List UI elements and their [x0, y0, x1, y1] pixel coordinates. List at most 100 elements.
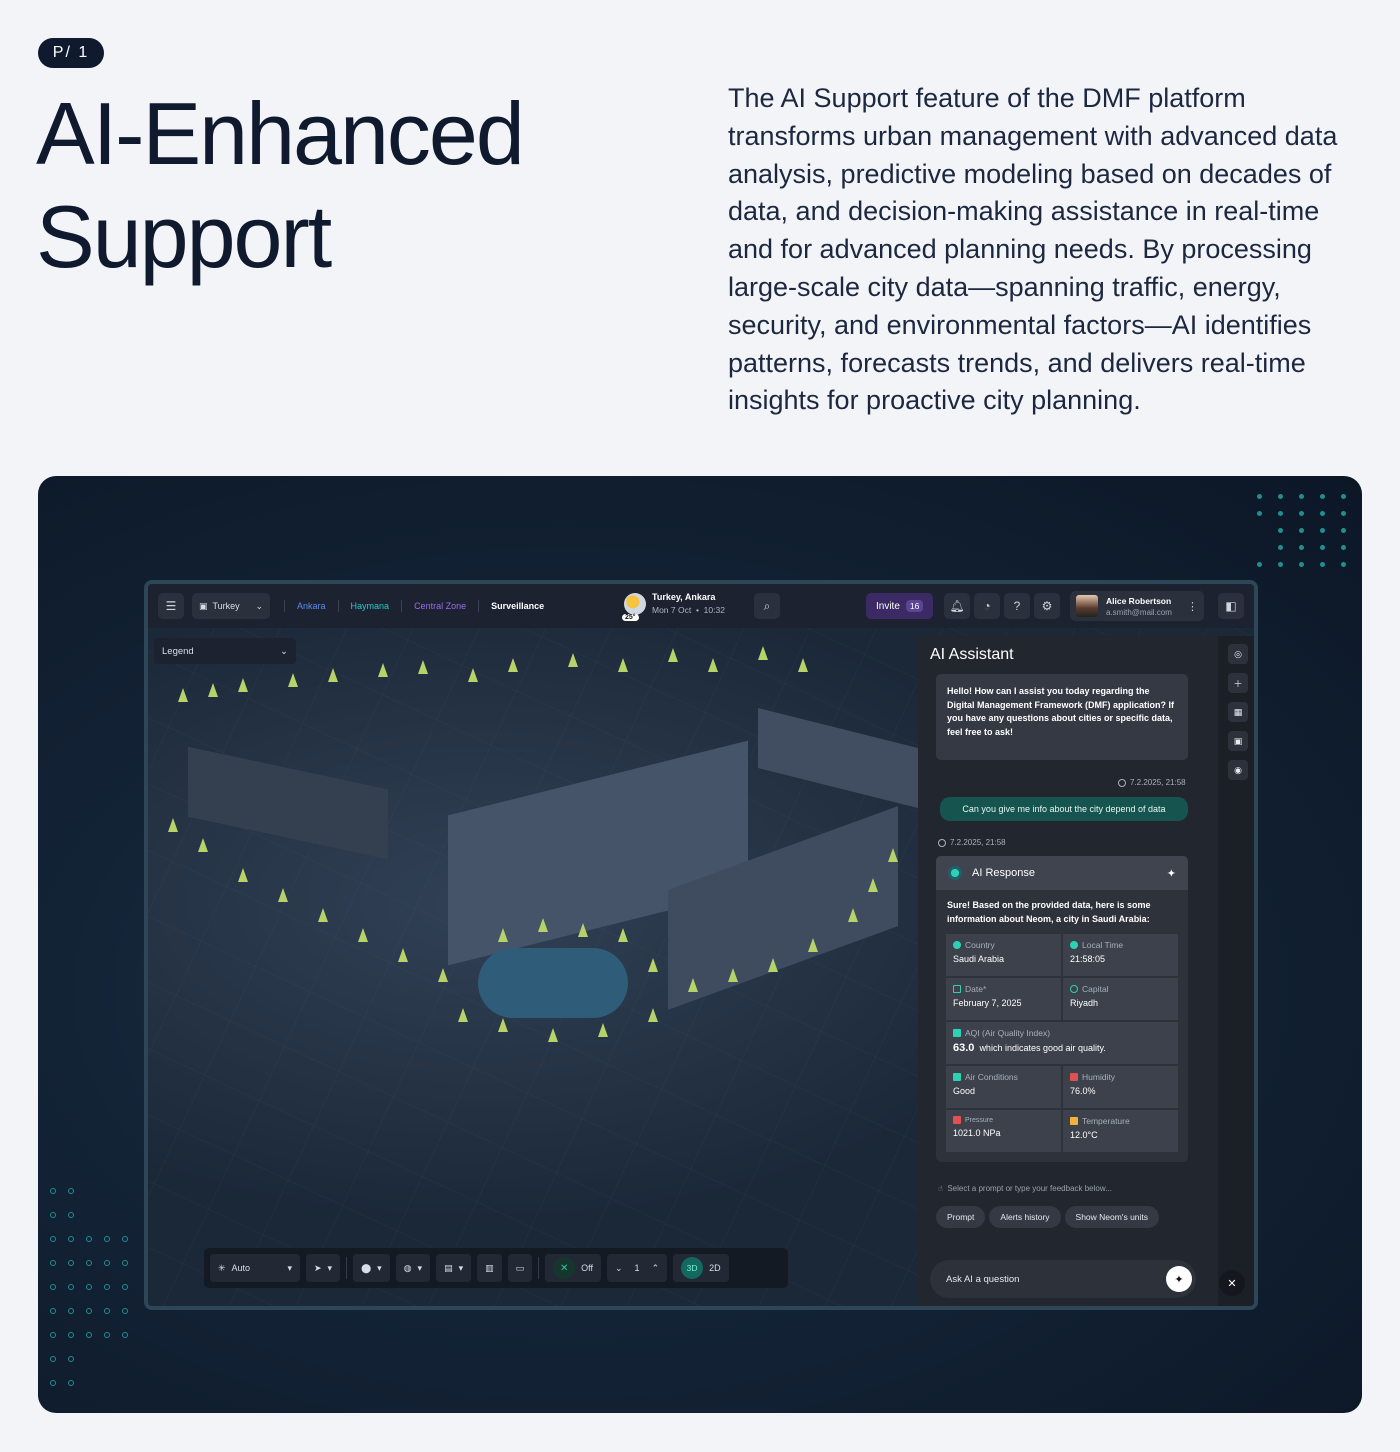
- chip-alerts-history[interactable]: Alerts history: [989, 1206, 1061, 1228]
- ask-ai-input[interactable]: Ask AI a question ✦: [930, 1260, 1196, 1298]
- ask-ai-placeholder: Ask AI a question: [946, 1273, 1020, 1285]
- avatar: [1076, 595, 1098, 617]
- decorative-dot: [50, 1236, 56, 1242]
- caret-down-icon: ▾: [417, 1262, 423, 1273]
- report-icon[interactable]: ▦: [1228, 702, 1248, 722]
- building: [758, 708, 918, 808]
- top-bar: ☰ ▣ Turkey ⌄ Ankara Haymana Central Zone…: [148, 584, 1254, 628]
- comment-button[interactable]: ▭: [507, 1254, 533, 1282]
- more-vertical-icon[interactable]: ⋮: [1187, 600, 1198, 613]
- chip-prompt[interactable]: Prompt: [936, 1206, 986, 1228]
- view-2d-button[interactable]: 2D: [709, 1263, 721, 1273]
- tree: [798, 658, 808, 672]
- target-icon[interactable]: ◎: [1228, 644, 1248, 664]
- caret-down-icon: ▾: [327, 1262, 333, 1273]
- ai-assistant-panel: AI Assistant Hello! How can I assist you…: [918, 636, 1218, 1306]
- panel-toggle-icon[interactable]: ◧: [1218, 593, 1244, 619]
- caret-down-icon: ▾: [287, 1262, 292, 1273]
- level-stepper[interactable]: ⌄ 1 ⌃: [607, 1254, 668, 1282]
- decorative-dot: [122, 1332, 128, 1338]
- decorative-dot: [1299, 494, 1304, 499]
- bell-icon[interactable]: 🔔︎: [944, 593, 970, 619]
- tree: [168, 818, 178, 832]
- breadcrumb-central-zone[interactable]: Central Zone: [414, 601, 467, 611]
- decorative-dot: [68, 1260, 74, 1266]
- user-message: Can you give me info about the city depe…: [940, 797, 1188, 821]
- decorative-dot: [104, 1260, 110, 1266]
- chat-icon[interactable]: ◉: [1228, 760, 1248, 780]
- tree: [648, 958, 658, 972]
- caret-down-icon: ▾: [458, 1262, 464, 1273]
- app-window: ☰ ▣ Turkey ⌄ Ankara Haymana Central Zone…: [144, 580, 1258, 1310]
- weather-widget: 25° Turkey, Ankara Mon 7 Oct • 10:32: [622, 592, 725, 621]
- chevron-down-icon[interactable]: ⌄: [615, 1262, 623, 1273]
- map-button[interactable]: ▥: [477, 1254, 502, 1282]
- decorative-dot: [1278, 494, 1283, 499]
- city-info-grid: Country Saudi Arabia Local Time 21:58:05…: [946, 934, 1178, 1152]
- decorative-dot: [104, 1284, 110, 1290]
- temperature-badge: 25°: [622, 613, 639, 621]
- chip-show-units[interactable]: Show Neom's units: [1064, 1206, 1160, 1228]
- invite-label: Invite: [876, 600, 900, 612]
- image-icon[interactable]: ▣: [1228, 731, 1248, 751]
- tree: [358, 928, 368, 942]
- country-select[interactable]: ▣ Turkey ⌄: [192, 593, 270, 619]
- info-country: Country Saudi Arabia: [946, 934, 1061, 976]
- chevron-up-icon[interactable]: ⌃: [651, 1262, 660, 1273]
- breadcrumb-surveillance[interactable]: Surveillance: [491, 601, 545, 611]
- tree: [178, 688, 188, 702]
- camera-select[interactable]: ▤▾: [436, 1254, 472, 1282]
- tree: [198, 838, 208, 852]
- close-icon[interactable]: ✕: [1219, 1270, 1245, 1296]
- user-menu[interactable]: Alice Robertson a.smith@mail.com ⋮: [1070, 591, 1204, 621]
- ai-response-title: AI Response: [972, 867, 1035, 879]
- tree: [468, 668, 478, 682]
- tree: [498, 1018, 508, 1032]
- breadcrumb-ankara[interactable]: Ankara: [297, 601, 326, 611]
- view-mode-toggle[interactable]: 3D 2D: [673, 1254, 729, 1282]
- info-air-conditions: Air Conditions Good: [946, 1066, 1061, 1108]
- mode-select[interactable]: ✳ Auto ▾: [210, 1254, 300, 1282]
- decorative-dot: [1341, 511, 1346, 516]
- globe-select[interactable]: ◍▾: [395, 1254, 431, 1282]
- sparkle-icon[interactable]: ✦: [1166, 867, 1176, 880]
- ai-response-card: AI Response ✦ Sure! Based on the provide…: [936, 856, 1188, 1162]
- breadcrumb-haymana[interactable]: Haymana: [350, 601, 390, 611]
- toggle-control[interactable]: ✕ Off: [545, 1254, 601, 1282]
- decorative-dot: [1278, 562, 1283, 567]
- tree: [868, 878, 878, 892]
- menu-icon[interactable]: ☰: [158, 593, 184, 619]
- invite-button[interactable]: Invite 16: [866, 593, 934, 619]
- gear-icon[interactable]: ⚙: [1034, 593, 1060, 619]
- search-icon[interactable]: ⌕: [754, 593, 780, 619]
- decorative-dot: [122, 1260, 128, 1266]
- map-toolbar: ✳ Auto ▾ ➤▾ ⬤▾ ◍▾ ▤▾ ▥ ▭ ✕ Off: [204, 1248, 788, 1288]
- location-icon: [953, 941, 961, 949]
- info-date: Date* February 7, 2025: [946, 978, 1061, 1020]
- help-icon[interactable]: ?: [1004, 593, 1030, 619]
- tree: [648, 1008, 658, 1022]
- folder-icon: ▣: [199, 600, 208, 611]
- decorative-dot: [1299, 511, 1304, 516]
- ai-send-button[interactable]: ✦: [1166, 1266, 1192, 1292]
- decorative-dot: [50, 1188, 56, 1194]
- pin-select[interactable]: ⬤▾: [353, 1254, 390, 1282]
- tree: [398, 948, 408, 962]
- decorative-dot: [1299, 545, 1304, 550]
- tree: [708, 658, 718, 672]
- info-pressure: Pressure 1021.0 NPa: [946, 1110, 1061, 1152]
- camera-icon: ▤: [444, 1262, 453, 1273]
- air-quality-icon: [953, 1029, 961, 1037]
- tree: [728, 968, 738, 982]
- tree: [888, 848, 898, 862]
- decorative-dots-top: [1152, 494, 1362, 567]
- pressure-icon: [953, 1116, 961, 1124]
- add-icon[interactable]: ＋: [1228, 673, 1248, 693]
- pointer-select[interactable]: ➤▾: [306, 1254, 341, 1282]
- timestamp-text: 7.2.2025, 21:58: [1130, 778, 1186, 787]
- tree: [568, 653, 578, 667]
- messenger-icon[interactable]: ◔: [974, 593, 1000, 619]
- legend-dropdown[interactable]: Legend ⌄: [154, 638, 296, 664]
- view-3d-button[interactable]: 3D: [681, 1257, 704, 1279]
- tree: [208, 683, 218, 697]
